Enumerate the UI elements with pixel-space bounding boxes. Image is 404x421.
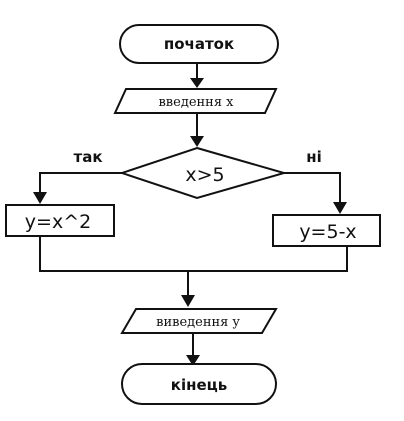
no-action-box: y=5-x [272,214,381,247]
no-action-label: y=5-x [299,221,356,243]
input-parallelogram: введення x [113,88,278,114]
condition-label: x>5 [185,164,224,186]
output-parallelogram: виведення y [120,308,278,334]
merge-lines [39,235,348,272]
arrow-input-to-decision [190,112,204,147]
arrow-output-to-end [186,332,200,366]
yes-branch-label: так [74,148,103,166]
end-label: кінець [171,376,227,394]
yes-action-box: y=x^2 [5,204,115,237]
yes-action-label: y=x^2 [25,211,91,233]
output-label: виведення y [156,315,240,330]
no-branch-label: ні [306,148,322,166]
arrow-yes-branch [33,172,123,204]
arrow-no-branch [283,172,347,214]
arrow-start-to-input [190,62,204,88]
decision-diamond: x>5 [118,146,288,200]
arrow-merge-to-output [181,270,195,307]
end-terminator: кінець [121,363,277,405]
input-label: введення x [158,95,234,110]
start-label: початок [164,35,234,53]
start-terminator: початок [119,24,279,64]
